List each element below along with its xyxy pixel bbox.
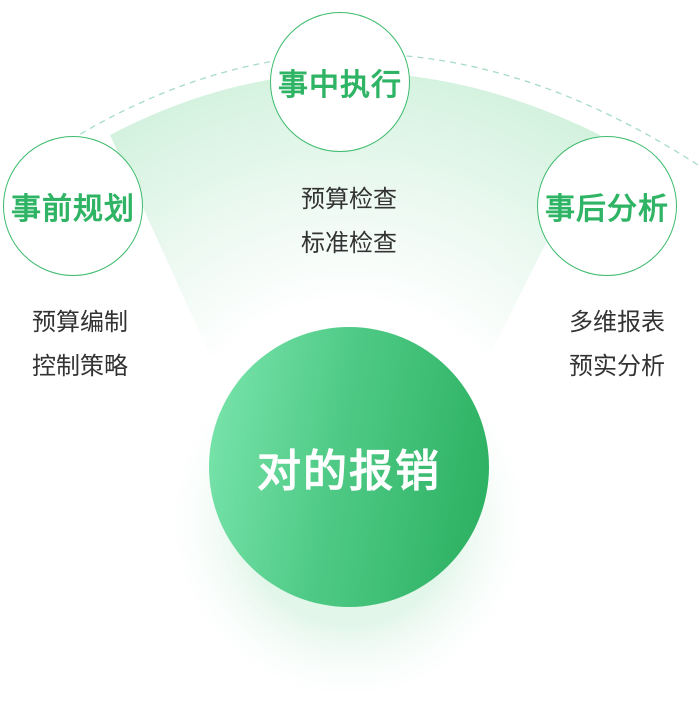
stage-items-during: 预算检查 标准检查	[259, 177, 439, 265]
stage-item: 预算编制	[32, 308, 128, 336]
stage-item: 控制策略	[32, 352, 128, 380]
stage-circle-before: 事前规划	[3, 136, 143, 276]
stage-items-after: 多维报表 预实分析	[527, 300, 698, 388]
stage-items-before: 预算编制 控制策略	[0, 300, 170, 388]
center-title: 对的报销	[257, 446, 441, 497]
stage-title-after: 事后分析	[545, 192, 669, 227]
stage-item: 预算检查	[301, 185, 397, 213]
stage-circle-during: 事中执行	[270, 12, 410, 152]
green-fan-area	[110, 72, 600, 395]
stage-title-during: 事中执行	[278, 68, 402, 103]
stage-item: 多维报表	[569, 308, 665, 336]
center-circle: 对的报销	[209, 327, 489, 607]
stage-item: 预实分析	[569, 352, 665, 380]
stage-circle-after: 事后分析	[537, 136, 677, 276]
stage-title-before: 事前规划	[11, 192, 135, 227]
stage-item: 标准检查	[301, 229, 397, 257]
